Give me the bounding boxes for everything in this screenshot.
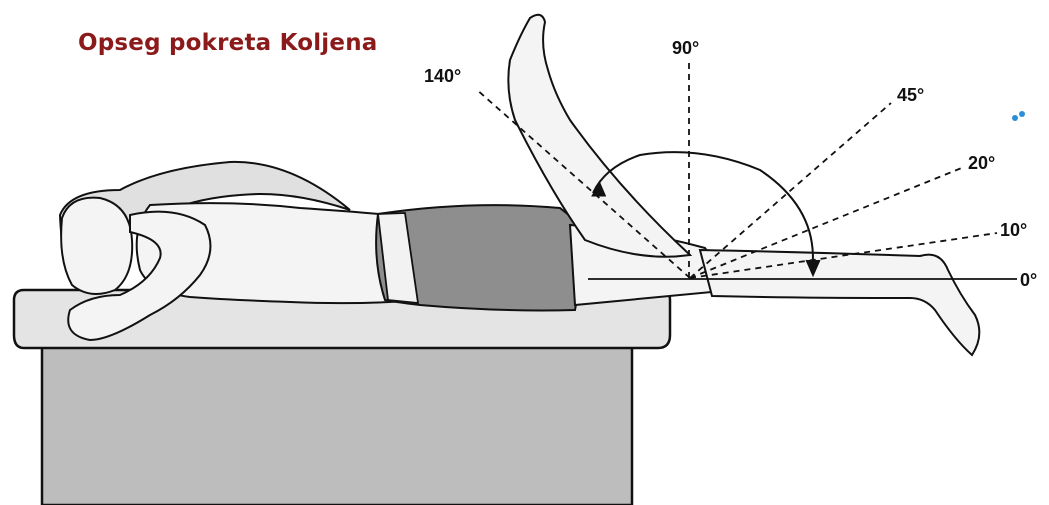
angle-label-10: 10°	[1000, 220, 1027, 240]
resting-leg-shape	[700, 250, 979, 355]
head-shape	[61, 198, 132, 294]
watermark-mark	[1012, 111, 1025, 121]
angle-label-140: 140°	[424, 66, 461, 86]
angle-label-0: 0°	[1020, 270, 1037, 290]
angle-label-20: 20°	[968, 153, 995, 173]
angle-label-90: 90°	[672, 38, 699, 58]
angle-label-45: 45°	[897, 85, 924, 105]
